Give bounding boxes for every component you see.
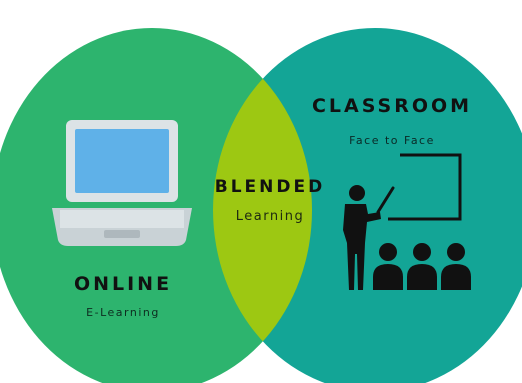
blended-subtitle: Learning — [236, 209, 304, 224]
online-title: ONLINE — [74, 273, 172, 295]
classroom-title: CLASSROOM — [312, 95, 472, 117]
teacher-classroom-icon — [343, 153, 471, 290]
laptop-icon — [52, 120, 192, 246]
classroom-subtitle: Face to Face — [349, 134, 435, 147]
blended-title: BLENDED — [215, 177, 325, 197]
online-subtitle: E-Learning — [86, 306, 160, 319]
